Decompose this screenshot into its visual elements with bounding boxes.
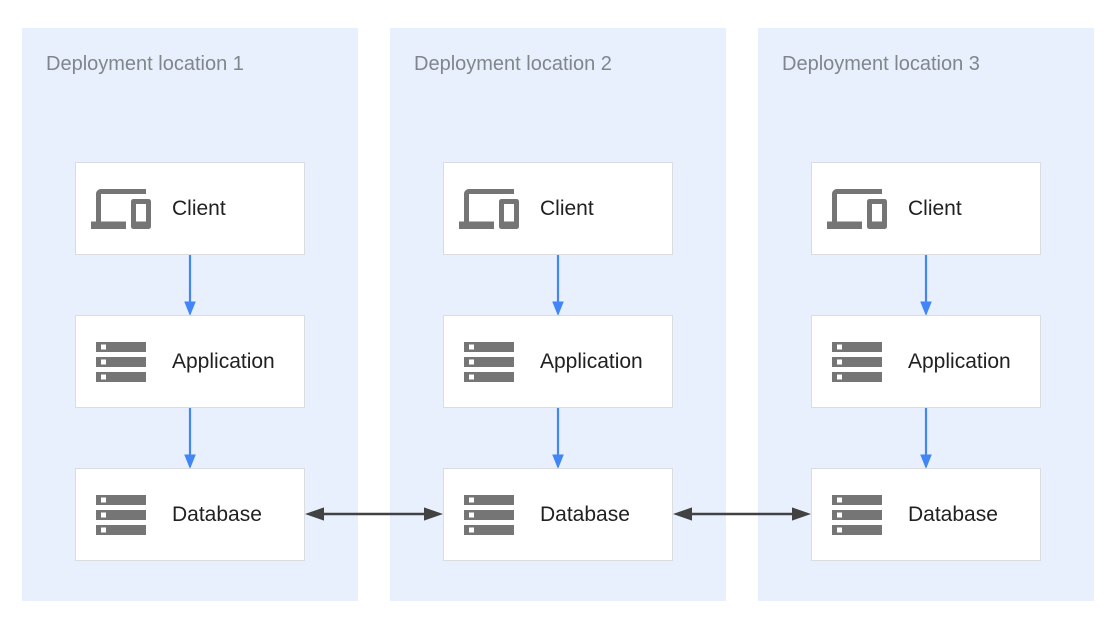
zone-title: Deployment location 3 bbox=[782, 53, 980, 75]
zone-title: Deployment location 2 bbox=[414, 53, 612, 75]
node-label: Application bbox=[172, 349, 275, 373]
database-sync-arrow-1-2 bbox=[305, 507, 443, 521]
server-stack-icon bbox=[459, 332, 519, 392]
devices-icon bbox=[91, 179, 151, 239]
devices-icon bbox=[459, 179, 519, 239]
server-stack-icon bbox=[91, 332, 151, 392]
client-to-application-arrow bbox=[184, 255, 196, 316]
deployment-zone-2: Deployment location 2 Client Application bbox=[390, 28, 726, 601]
zone-title: Deployment location 1 bbox=[46, 53, 244, 75]
node-label: Client bbox=[908, 196, 962, 220]
deployment-zone-1: Deployment location 1 Client Application bbox=[22, 28, 358, 601]
database-node: Database bbox=[75, 468, 305, 561]
server-stack-icon bbox=[459, 485, 519, 545]
application-to-database-arrow bbox=[184, 408, 196, 469]
server-stack-icon bbox=[827, 332, 887, 392]
node-label: Application bbox=[540, 349, 643, 373]
node-label: Application bbox=[908, 349, 1011, 373]
application-node: Application bbox=[443, 315, 673, 408]
client-node: Client bbox=[75, 162, 305, 255]
database-node: Database bbox=[443, 468, 673, 561]
node-label: Database bbox=[172, 502, 262, 526]
database-node: Database bbox=[811, 468, 1041, 561]
client-to-application-arrow bbox=[920, 255, 932, 316]
application-to-database-arrow bbox=[552, 408, 564, 469]
node-label: Client bbox=[172, 196, 226, 220]
application-to-database-arrow bbox=[920, 408, 932, 469]
node-label: Database bbox=[540, 502, 630, 526]
deployment-zone-3: Deployment location 3 Client Application bbox=[758, 28, 1094, 601]
client-node: Client bbox=[443, 162, 673, 255]
server-stack-icon bbox=[91, 485, 151, 545]
node-label: Database bbox=[908, 502, 998, 526]
devices-icon bbox=[827, 179, 887, 239]
database-sync-arrow-2-3 bbox=[673, 507, 811, 521]
client-node: Client bbox=[811, 162, 1041, 255]
server-stack-icon bbox=[827, 485, 887, 545]
application-node: Application bbox=[811, 315, 1041, 408]
client-to-application-arrow bbox=[552, 255, 564, 316]
node-label: Client bbox=[540, 196, 594, 220]
application-node: Application bbox=[75, 315, 305, 408]
